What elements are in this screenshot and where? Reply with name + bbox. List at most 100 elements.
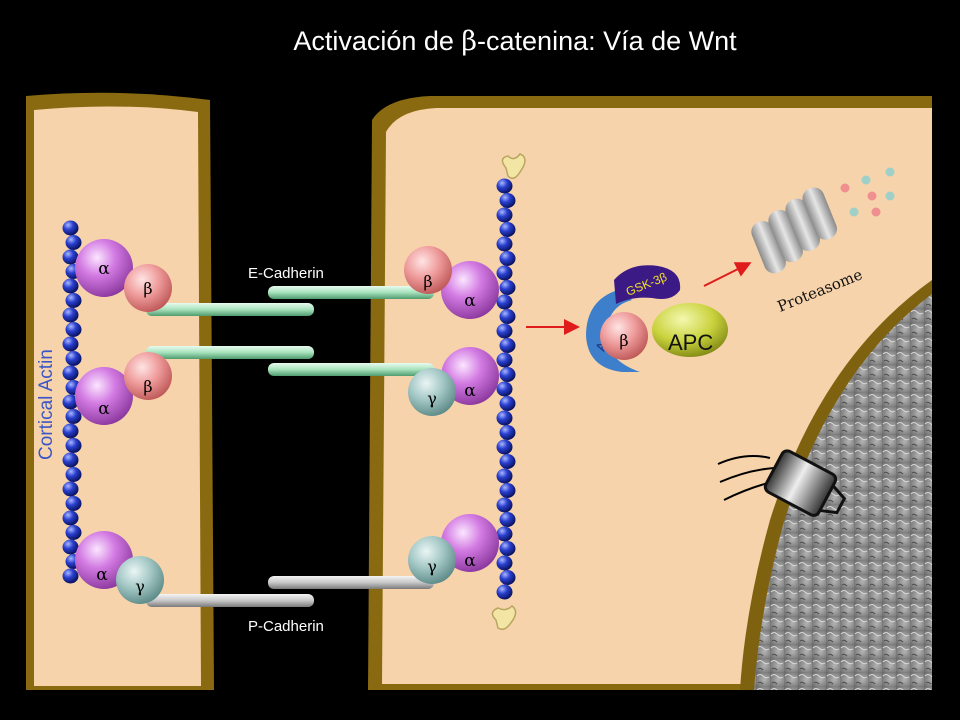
- actin-bead: [496, 207, 513, 223]
- actin-bead: [496, 323, 513, 339]
- right-catenin-complex-2: α γ: [408, 347, 499, 416]
- actin-bead: [496, 497, 513, 513]
- apc-label: APC: [668, 330, 713, 355]
- gamma-catenin: [116, 556, 164, 604]
- actin-bead: [499, 251, 516, 266]
- peptide-fragments: [840, 167, 895, 217]
- alpha-catenin: [75, 367, 133, 425]
- actin-bead: [499, 396, 516, 411]
- left-catenin-complex-1: α β: [75, 239, 172, 312]
- actin-bead: [499, 512, 516, 527]
- actin-bead: [496, 178, 513, 194]
- p-cadherin-rods: [146, 576, 434, 607]
- e-cadherin-rods: [146, 286, 434, 376]
- alpha-catenin: [75, 239, 133, 297]
- svg-text:α: α: [464, 551, 476, 571]
- destruction-complex: Axin GSK-3β APC β: [586, 265, 728, 372]
- svg-text:α: α: [464, 381, 476, 401]
- right-catenin-complex-1: α β: [404, 246, 499, 319]
- actin-bead: [65, 293, 82, 308]
- actin-bead: [62, 568, 79, 584]
- gsk3b: [614, 265, 681, 304]
- beta-catenin: [600, 312, 648, 360]
- actin-bead: [65, 496, 82, 511]
- svg-text:β: β: [143, 377, 152, 396]
- svg-text:α: α: [96, 565, 108, 585]
- actin-bead: [62, 336, 79, 352]
- svg-text:α: α: [98, 259, 110, 279]
- cortical-actin-right: [496, 178, 516, 600]
- actin-bead: [499, 454, 516, 469]
- actin-bead: [62, 539, 79, 555]
- actin-bead: [499, 541, 516, 556]
- actin-bead: [499, 570, 516, 585]
- actin-bead: [62, 220, 79, 236]
- actin-bead: [62, 394, 79, 410]
- actin-bead: [499, 193, 516, 208]
- e-cadherin-label: E-Cadherin: [248, 265, 324, 282]
- gamma-catenin: [408, 536, 456, 584]
- svg-text:γ: γ: [427, 557, 437, 576]
- proteasome-icon: [751, 187, 838, 274]
- actin-bead: [62, 510, 79, 526]
- apc: [652, 303, 728, 357]
- actin-bead: [496, 265, 513, 281]
- nuclear-pore-icon: [717, 449, 847, 517]
- beta-catenin: [404, 246, 452, 294]
- p-cadherin-label: P-Cadherin: [248, 618, 324, 635]
- svg-text:α: α: [464, 291, 476, 311]
- actin-bead: [496, 555, 513, 571]
- svg-text:β: β: [619, 331, 628, 350]
- actin-bead: [65, 525, 82, 540]
- actin-bead: [62, 307, 79, 323]
- alpha-catenin: [441, 261, 499, 319]
- actin-bead: [496, 526, 513, 542]
- actin-bead: [65, 467, 82, 482]
- actin-bead: [496, 439, 513, 455]
- actin-bead: [65, 438, 82, 453]
- actin-bead: [496, 381, 513, 397]
- nucleus: [740, 280, 932, 690]
- right-catenin-complex-3: α γ: [408, 514, 499, 584]
- actin-bead: [65, 235, 82, 250]
- gamma-catenin: [408, 368, 456, 416]
- actin-bead: [499, 367, 516, 382]
- cortical-actin-label: Cortical Actin: [36, 349, 57, 460]
- actin-bead: [65, 409, 82, 424]
- beta-catenin: [124, 352, 172, 400]
- actin-bead: [62, 452, 79, 468]
- actin-bead: [499, 425, 516, 440]
- svg-text:γ: γ: [135, 577, 145, 596]
- actin-bead: [496, 584, 513, 600]
- actin-bead: [496, 236, 513, 252]
- actin-bead: [496, 352, 513, 368]
- beta-catenin: [124, 264, 172, 312]
- actin-bead: [499, 309, 516, 324]
- actin-bead: [499, 280, 516, 295]
- actin-bead: [62, 249, 79, 265]
- actin-bead: [62, 365, 79, 381]
- actin-cap-top-icon: [501, 153, 526, 179]
- actin-bead: [499, 483, 516, 498]
- actin-bead: [496, 468, 513, 484]
- actin-bead: [62, 278, 79, 294]
- left-catenin-complex-3: α γ: [75, 531, 164, 604]
- actin-bead: [62, 423, 79, 439]
- actin-bead: [496, 294, 513, 310]
- arrow-to-proteasome: [703, 262, 752, 287]
- diagram-title: Activación de β-catenina: Vía de Wnt: [293, 26, 737, 57]
- actin-bead: [62, 481, 79, 497]
- actin-bead: [496, 410, 513, 426]
- actin-cap-bottom-icon: [491, 605, 517, 631]
- actin-bead: [499, 222, 516, 237]
- svg-text:α: α: [98, 399, 110, 419]
- svg-text:γ: γ: [427, 389, 437, 408]
- actin-bead: [499, 338, 516, 353]
- left-catenin-complex-2: α β: [75, 352, 172, 425]
- actin-bead: [65, 351, 82, 366]
- axin: [586, 290, 640, 372]
- svg-text:β: β: [423, 272, 432, 291]
- svg-text:β: β: [143, 279, 152, 298]
- actin-bead: [65, 322, 82, 337]
